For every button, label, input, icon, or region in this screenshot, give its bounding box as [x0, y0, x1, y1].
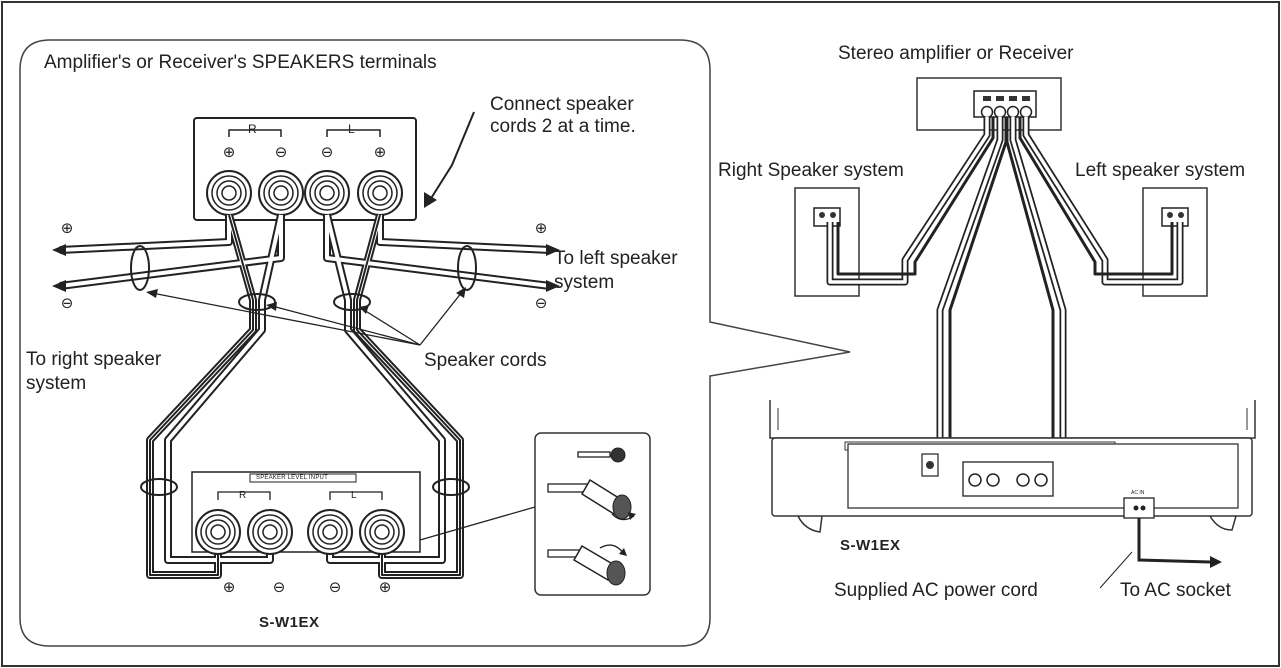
model-label-right: S-W1EX [840, 537, 901, 554]
speaker-cords-label: Speaker cords [424, 350, 547, 371]
plug-detail-inset [534, 432, 651, 596]
sub-l-label: L [351, 490, 357, 501]
to-right-speaker-label: To right speaker system [26, 349, 162, 394]
cord-ties [130, 245, 477, 496]
left-speaker-box [1142, 187, 1208, 297]
amp-l-label: L [348, 122, 355, 136]
ac-power-cord [1099, 518, 1222, 589]
speaker-cords-pointers [151, 291, 463, 346]
terminals-heading: Amplifier's or Receiver's SPEAKERS termi… [44, 52, 437, 73]
sub-r-label: R [239, 490, 247, 501]
cord-arrow-heads [52, 244, 560, 292]
to-ac-socket-label: To AC socket [1120, 580, 1231, 601]
amp-terminal-panel [193, 117, 417, 221]
sub-terminal-symbol: ⊖ [328, 579, 342, 596]
amp-terminal-symbol: ⊖ [274, 144, 288, 161]
callout-bubble [19, 39, 851, 647]
sub-plate-label: SPEAKER LEVEL INPUT [256, 475, 328, 481]
sub-terminal-symbol: ⊕ [222, 579, 236, 596]
right-minus-symbol: ⊖ [534, 295, 548, 312]
speaker-cords-left [59, 213, 551, 579]
model-label-left: S-W1EX [259, 614, 320, 631]
amp-r-label: R [248, 122, 257, 136]
amp-terminal-symbol: ⊕ [373, 144, 387, 161]
ac-inlet-label: AC IN [1131, 490, 1145, 496]
left-minus-symbol: ⊖ [60, 295, 74, 312]
connect-note-arrow [424, 111, 475, 208]
inset-pointer [419, 506, 536, 541]
sub-input-panel [191, 471, 421, 555]
right-plus-symbol: ⊕ [534, 220, 548, 237]
ac-cord-label: Supplied AC power cord [834, 580, 1038, 601]
sub-terminal-symbol: ⊕ [378, 579, 392, 596]
amp-terminal-symbol: ⊕ [222, 144, 236, 161]
right-speaker-system-label: Right Speaker system [718, 160, 904, 181]
connect-note: Connect speaker cords 2 at a time. [490, 94, 636, 137]
sub-terminal-symbol: ⊖ [272, 579, 286, 596]
stereo-amp-label: Stereo amplifier or Receiver [838, 43, 1074, 64]
to-left-speaker-label: To left speaker system [554, 248, 678, 293]
left-speaker-system-label: Left speaker system [1075, 160, 1246, 181]
subwoofer-rear [769, 400, 1256, 533]
amp-terminal-symbol: ⊖ [320, 144, 334, 161]
left-plus-symbol: ⊕ [60, 220, 74, 237]
